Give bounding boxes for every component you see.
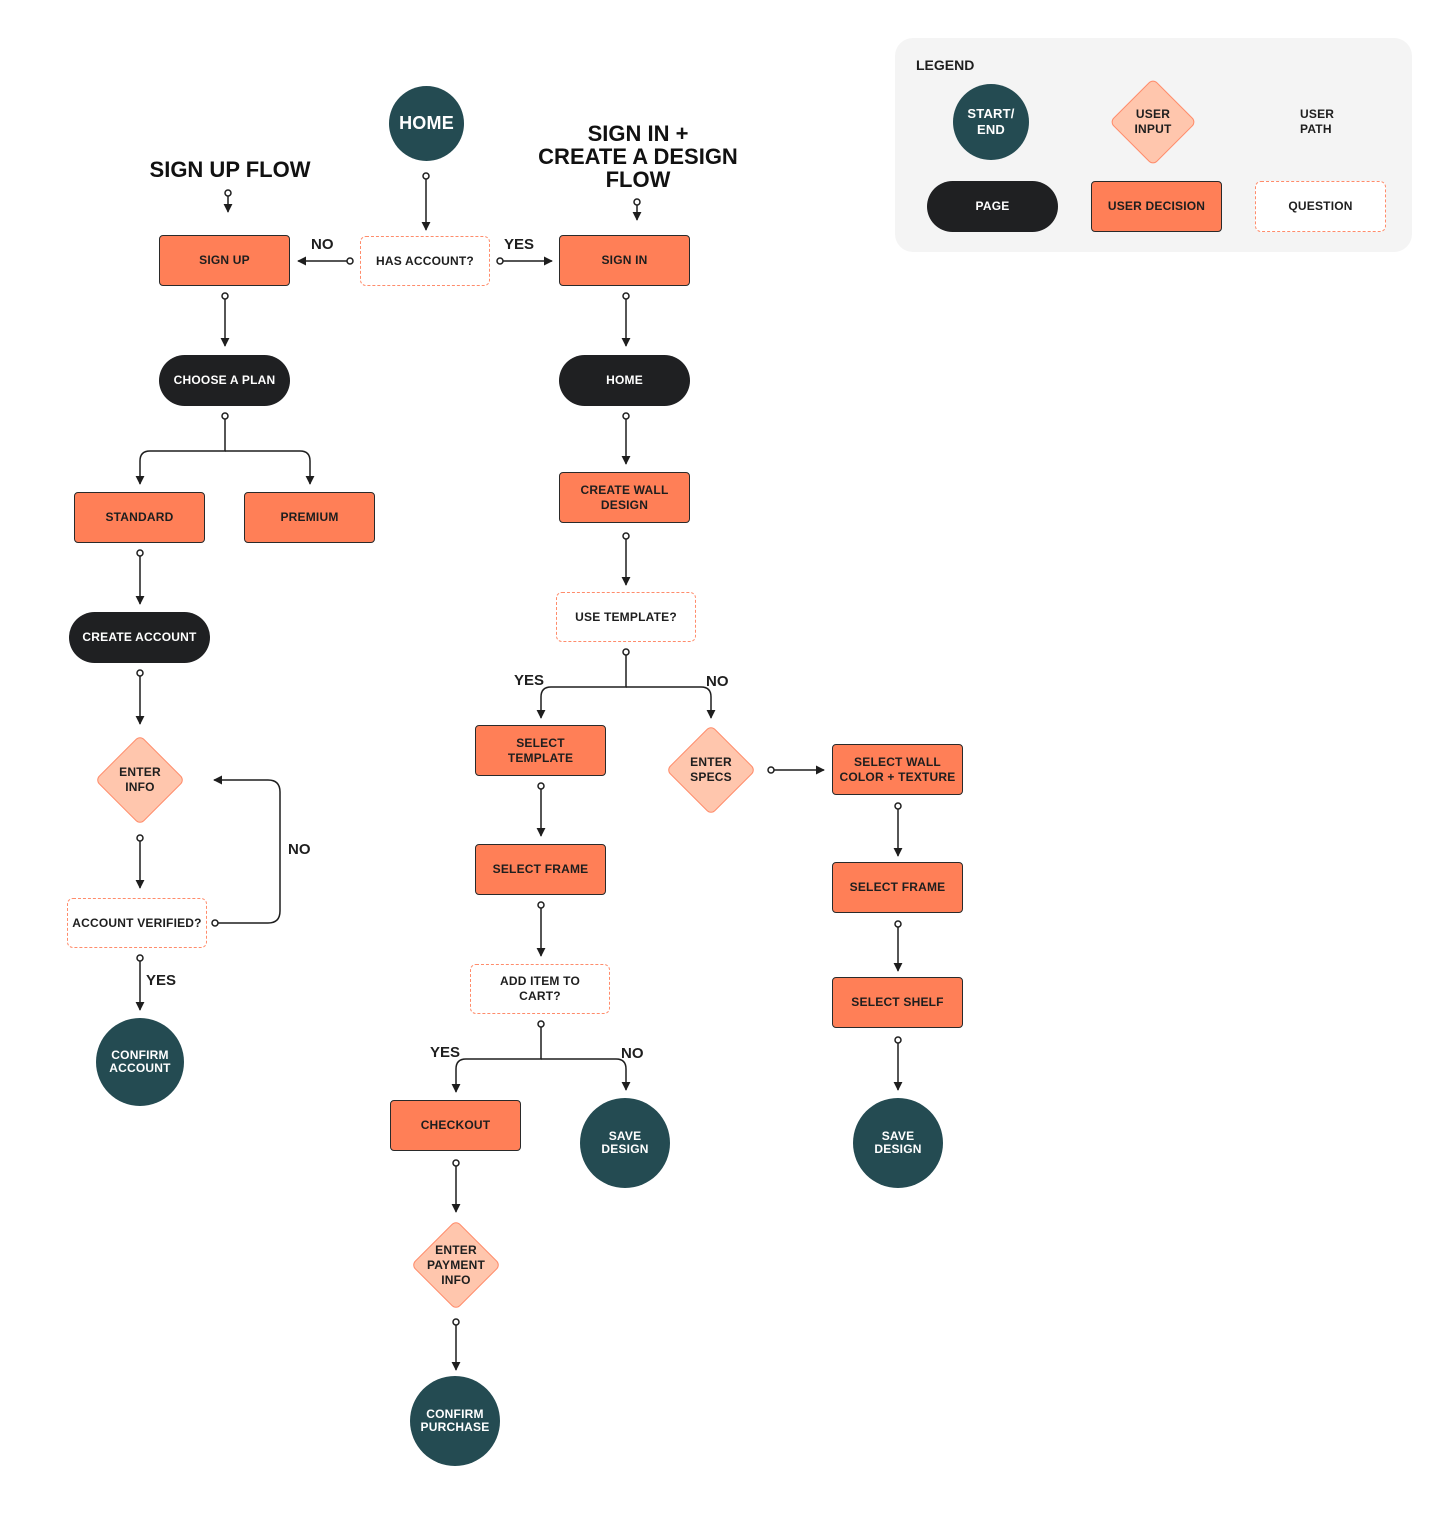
legend-question: QUESTION — [1255, 181, 1386, 232]
enter-info-label: ENTER INFO — [119, 765, 161, 794]
sign-in-flow-title: SIGN IN + CREATE A DESIGN FLOW — [538, 121, 738, 193]
connector-origin-dot — [894, 802, 902, 810]
edge-label-yes-template: YES — [514, 672, 545, 689]
legend-user-path-label: USER PATH — [1300, 107, 1335, 136]
connector-origin-dot — [496, 257, 504, 265]
enter-info-input: ENTER INFO — [94, 734, 186, 826]
account-verified-question: ACCOUNT VERIFIED? — [67, 898, 207, 948]
select-shelf-node: SELECT SHELF — [832, 977, 963, 1028]
connector-origin-dot — [622, 412, 630, 420]
confirm-purchase-node: CONFIRM PURCHASE — [410, 1376, 500, 1466]
connector-origin-dot — [894, 920, 902, 928]
use-template-no — [626, 686, 716, 719]
connector-origin-dot — [452, 1159, 460, 1167]
sign-in-node: SIGN IN — [559, 235, 690, 286]
choose-plan-page: CHOOSE A PLAN — [159, 355, 290, 406]
edge-label-yes-cart: YES — [430, 1044, 461, 1061]
edge-label-no-template: NO — [706, 673, 729, 690]
legend-page: PAGE — [927, 181, 1058, 232]
connector-origin-dot — [622, 292, 630, 300]
standard-plan-node: STANDARD — [74, 492, 205, 543]
connector-origin-dot — [767, 766, 775, 774]
checkout-node: CHECKOUT — [390, 1100, 521, 1151]
select-wall-color-node: SELECT WALL COLOR + TEXTURE — [832, 744, 963, 795]
connector-origin-dot — [346, 257, 354, 265]
enter-payment-info-label: ENTER PAYMENT INFO — [426, 1242, 486, 1287]
connector-origin-dot — [224, 189, 232, 197]
connector-origin-dot — [537, 901, 545, 909]
legend-user-decision: USER DECISION — [1091, 181, 1222, 232]
enter-payment-info-input: ENTER PAYMENT INFO — [410, 1219, 502, 1311]
add-item-no — [541, 1058, 631, 1091]
connector-origin-dot — [452, 1318, 460, 1326]
home-page-node: HOME — [559, 355, 690, 406]
legend-user-input: USER INPUT — [1109, 78, 1197, 166]
connector-origin-dot — [211, 919, 219, 927]
connector-origin-dot — [622, 648, 630, 656]
connector-origin-dot — [537, 1020, 545, 1028]
connector-origin-dot — [136, 834, 144, 842]
legend-title: LEGEND — [916, 57, 975, 73]
connector-origin-dot — [136, 954, 144, 962]
connector-origin-dot — [894, 1036, 902, 1044]
create-account-page: CREATE ACCOUNT — [69, 612, 210, 663]
add-item-yes — [451, 1027, 542, 1093]
has-account-question: HAS ACCOUNT? — [360, 236, 490, 286]
save-design-mid-node: SAVE DESIGN — [580, 1098, 670, 1188]
connector-origin-dot — [537, 782, 545, 790]
connector-origin-dot — [633, 198, 641, 206]
connector-origin-dot — [622, 532, 630, 540]
premium-plan-node: PREMIUM — [244, 492, 375, 543]
sign-up-node: SIGN UP — [159, 235, 290, 286]
select-template-node: SELECT TEMPLATE — [475, 725, 606, 776]
legend-user-input-label: USER INPUT — [1134, 107, 1172, 136]
connector-origin-dot — [221, 412, 229, 420]
use-template-yes — [536, 655, 627, 719]
connector-origin-dot — [136, 549, 144, 557]
enter-specs-label: ENTER SPECS — [690, 755, 732, 784]
select-frame-left-node: SELECT FRAME — [475, 844, 606, 895]
edge-label-yes-verified: YES — [146, 972, 177, 989]
edge-label-no-verified: NO — [288, 841, 311, 858]
select-frame-right-node: SELECT FRAME — [832, 862, 963, 913]
legend-start-end: START/ END — [953, 84, 1029, 160]
use-template-question: USE TEMPLATE? — [556, 592, 696, 642]
edge-label-no-signup: NO — [311, 236, 334, 253]
edge-label-no-cart: NO — [621, 1045, 644, 1062]
save-design-right-node: SAVE DESIGN — [853, 1098, 943, 1188]
connector-origin-dot — [422, 172, 430, 180]
enter-specs-input: ENTER SPECS — [665, 724, 757, 816]
sign-up-flow-title: SIGN UP FLOW — [149, 157, 311, 182]
choose-plan-to-standard — [135, 419, 226, 485]
connector-origin-dot — [136, 669, 144, 677]
home-start-node: HOME — [389, 86, 464, 161]
verified-no-loop — [213, 775, 281, 924]
add-item-to-cart-question: ADD ITEM TO CART? — [470, 964, 610, 1014]
confirm-account-node: CONFIRM ACCOUNT — [96, 1018, 184, 1106]
create-wall-design-node: CREATE WALL DESIGN — [559, 472, 690, 523]
choose-plan-to-premium — [225, 450, 315, 485]
connector-origin-dot — [221, 292, 229, 300]
edge-label-yes-signin: YES — [504, 236, 535, 253]
